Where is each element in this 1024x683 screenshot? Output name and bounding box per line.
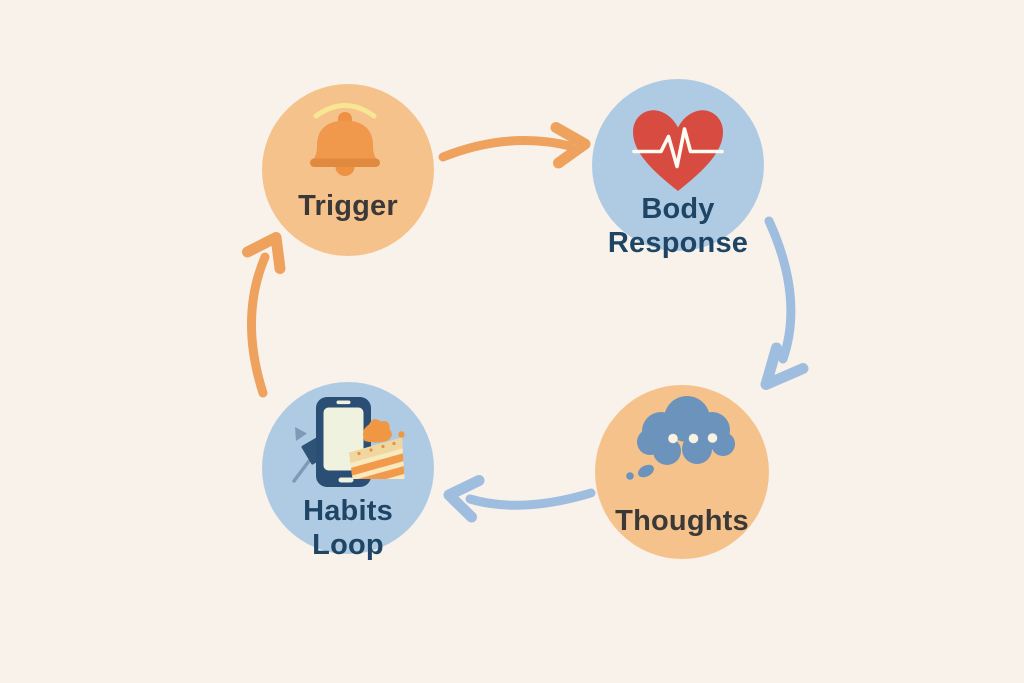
- arrowhead-right: [550, 122, 591, 169]
- bell-rim: [310, 158, 380, 167]
- ekg-line: [632, 127, 724, 169]
- pushpin-needle: [292, 459, 311, 483]
- arrow-thoughts-to-habits-loop: [443, 475, 596, 523]
- arrow-habits-loop-to-trigger: [242, 232, 286, 398]
- heart-pulse-icon: [632, 110, 724, 191]
- cake-layers: [349, 437, 405, 479]
- pushpin-triangle: [295, 427, 307, 441]
- label-thoughts: Thoughts: [615, 505, 749, 537]
- cake-sprinkles: [357, 441, 396, 456]
- arrow-body-response-to-thoughts: [760, 216, 809, 390]
- bell-ring-arc: [313, 103, 377, 119]
- thought-bubble-medium: [638, 464, 654, 478]
- label-body-response: Body Response: [607, 193, 749, 259]
- phone-speaker: [336, 400, 351, 405]
- phone-home-button: [338, 477, 354, 483]
- smartphone-cake-icon: [292, 397, 405, 487]
- bell-icon: [310, 103, 380, 176]
- label-habits-loop: Habits Loop: [303, 495, 393, 561]
- cake-garnish: [398, 431, 405, 438]
- arrowhead-left: [443, 475, 485, 523]
- arrow-trigger-to-body-response: [438, 122, 591, 169]
- thought-bubble-small: [626, 472, 634, 480]
- arrowhead-up: [242, 232, 286, 274]
- arrowhead-down: [760, 342, 809, 390]
- bell-body: [311, 120, 379, 166]
- thought-cloud-icon: [626, 396, 735, 480]
- label-trigger: Trigger: [298, 190, 398, 222]
- bell-clapper: [335, 167, 355, 176]
- cake-frosting: [363, 419, 392, 443]
- heart-shape: [633, 110, 723, 191]
- cloud-dots: [668, 433, 718, 444]
